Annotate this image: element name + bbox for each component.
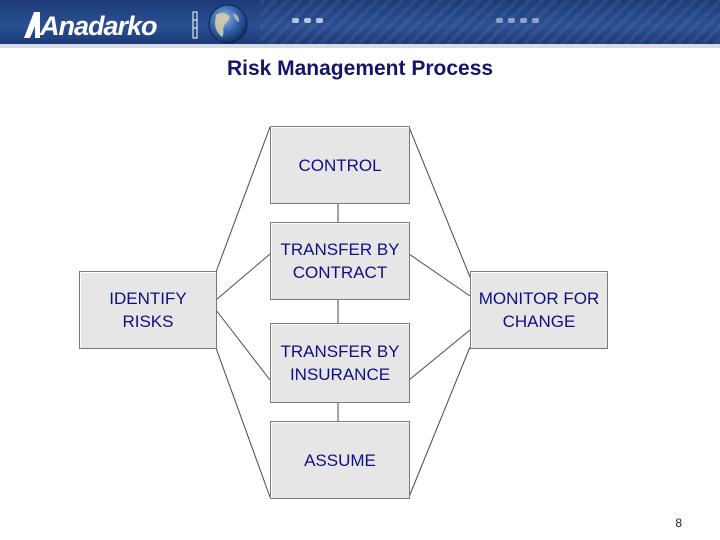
transfer-by-insurance-box: TRANSFER BY INSURANCE (270, 323, 410, 403)
page-number: 8 (675, 516, 682, 530)
header-dot (304, 18, 311, 23)
header-dot (520, 18, 527, 23)
header-dot (292, 18, 299, 23)
control-box: CONTROL (270, 126, 410, 204)
monitor-for-change-label: MONITOR FOR CHANGE (478, 289, 600, 331)
logo-stock-ticker-icon (192, 11, 198, 39)
identify-risks-label: IDENTIFY RISKS (109, 289, 187, 331)
page-title: Risk Management Process (226, 57, 494, 80)
connector-identify-contract (215, 253, 271, 301)
identify-risks-box: IDENTIFY RISKS (79, 271, 217, 349)
assume-label: ASSUME (304, 450, 376, 470)
connector-control-monitor (408, 126, 471, 278)
header-dot (508, 18, 515, 23)
connector-insurance-monitor (408, 329, 471, 381)
header-dot (316, 18, 323, 23)
header-pattern (260, 0, 720, 48)
logo-triangle-icon (24, 12, 40, 38)
control-label: CONTROL (298, 155, 382, 175)
connector-assume-monitor (408, 346, 471, 498)
transfer-by-contract-box: TRANSFER BY CONTRACT (270, 222, 410, 300)
connector-contract-monitor (408, 253, 471, 297)
transfer-by-insurance-label: TRANSFER BY INSURANCE (280, 342, 400, 384)
logo-wordmark: Anadarko (40, 11, 158, 41)
connector-identify-insurance (215, 309, 271, 381)
header-dot (496, 18, 503, 23)
header-dot (532, 18, 539, 23)
header-rule (0, 44, 720, 48)
monitor-for-change-box: MONITOR FOR CHANGE (470, 271, 608, 349)
connector-identify-control (215, 126, 271, 273)
assume-box: ASSUME (270, 421, 410, 499)
connector-identify-assume (215, 347, 271, 498)
header-banner: Anadarko (0, 0, 720, 48)
transfer-by-contract-label: TRANSFER BY CONTRACT (280, 240, 400, 282)
globe-icon (208, 4, 248, 44)
